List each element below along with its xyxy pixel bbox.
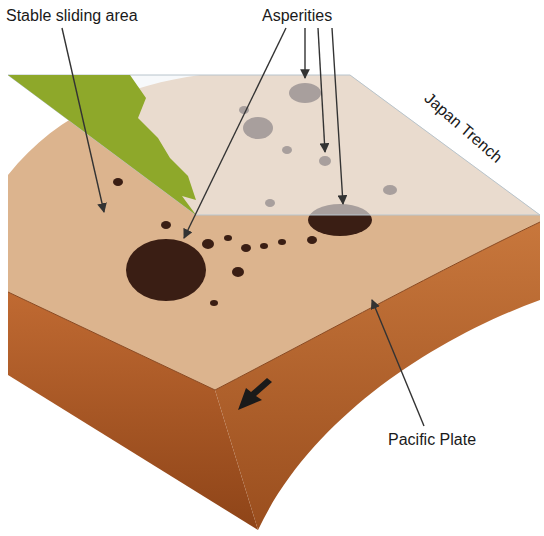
leader-lines <box>62 28 424 426</box>
land <box>8 75 196 215</box>
motion-arrow <box>238 378 272 410</box>
plate-label: Pacific Plate <box>388 430 476 449</box>
feature-label: Asperities <box>262 6 332 25</box>
slab-front <box>215 222 540 530</box>
overriding-plate <box>8 75 540 215</box>
slab-side <box>8 292 258 530</box>
region-label: Stable sliding area <box>6 6 138 25</box>
